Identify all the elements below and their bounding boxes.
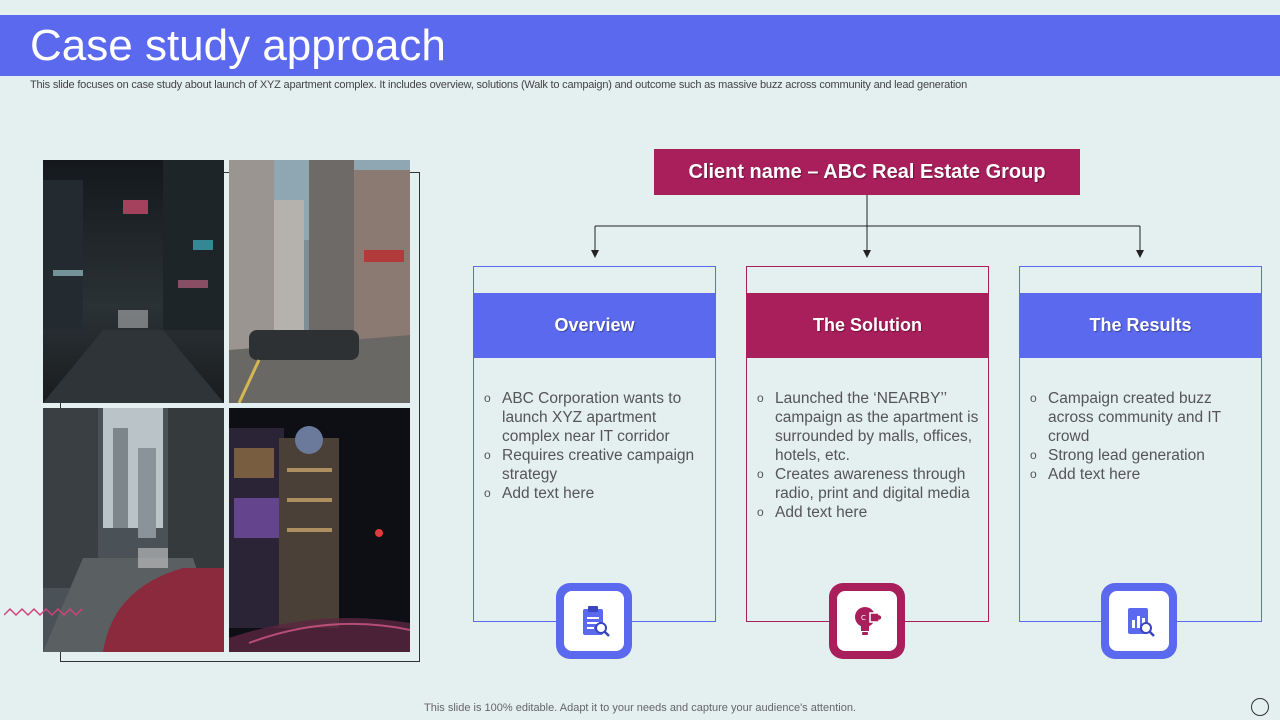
city-photo-night-street bbox=[43, 160, 224, 403]
lightbulb-puzzle-icon: C bbox=[829, 583, 905, 659]
card-results-title: The Results bbox=[1019, 293, 1262, 358]
page-title: Case study approach bbox=[30, 21, 446, 70]
decorative-zigzag bbox=[4, 607, 83, 617]
title-bar: Case study approach bbox=[0, 15, 1280, 76]
corner-circle-icon bbox=[1251, 698, 1269, 716]
city-photo-night-building bbox=[229, 408, 410, 652]
report-search-icon bbox=[1101, 583, 1177, 659]
clipboard-search-icon bbox=[556, 583, 632, 659]
city-photo-daytime-street bbox=[229, 160, 410, 403]
card-solution-title: The Solution bbox=[746, 293, 989, 358]
card-overview-title: Overview bbox=[473, 293, 716, 358]
footer-note: This slide is 100% editable. Adapt it to… bbox=[424, 702, 856, 714]
svg-text:C: C bbox=[861, 614, 866, 622]
slide-description: This slide focuses on case study about l… bbox=[30, 79, 968, 91]
city-photo-narrow-street bbox=[43, 408, 224, 652]
client-name-box: Client name – ABC Real Estate Group bbox=[654, 149, 1080, 195]
